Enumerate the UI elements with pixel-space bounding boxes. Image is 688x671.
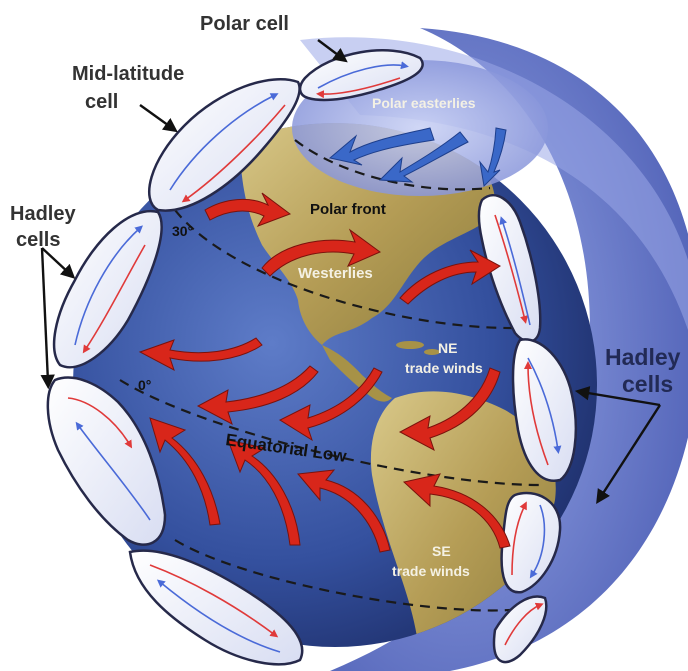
se-trade-winds-label-line2: trade winds <box>392 563 470 579</box>
polar-front-label: Polar front <box>310 201 386 218</box>
latitude-30-label: 30° <box>172 223 193 239</box>
westerlies-label: Westerlies <box>298 265 373 282</box>
latitude-0-label: 0° <box>138 377 151 393</box>
hadley-cells-left-label-line2: cells <box>16 229 60 251</box>
se-trade-winds-label-line1: SE <box>432 543 451 559</box>
hadley-cells-right-label-line2: cells <box>622 371 673 397</box>
ne-trade-winds-label-line2: trade winds <box>405 360 483 376</box>
hadley-cells-right-label-line1: Hadley <box>605 344 681 370</box>
mid-latitude-cell-label-line2: cell <box>85 91 118 113</box>
hadley-cells-left-label-line1: Hadley <box>10 203 76 225</box>
hadley-left-lower-pointer <box>42 248 48 382</box>
hadley-left-upper-pointer <box>42 248 70 274</box>
polar-easterlies-label: Polar easterlies <box>372 95 476 111</box>
mid-latitude-pointer <box>140 105 172 128</box>
ne-trade-winds-label-line1: NE <box>438 340 457 356</box>
mid-latitude-cell-label-line1: Mid-latitude <box>72 63 184 85</box>
polar-cell-label: Polar cell <box>200 13 289 35</box>
